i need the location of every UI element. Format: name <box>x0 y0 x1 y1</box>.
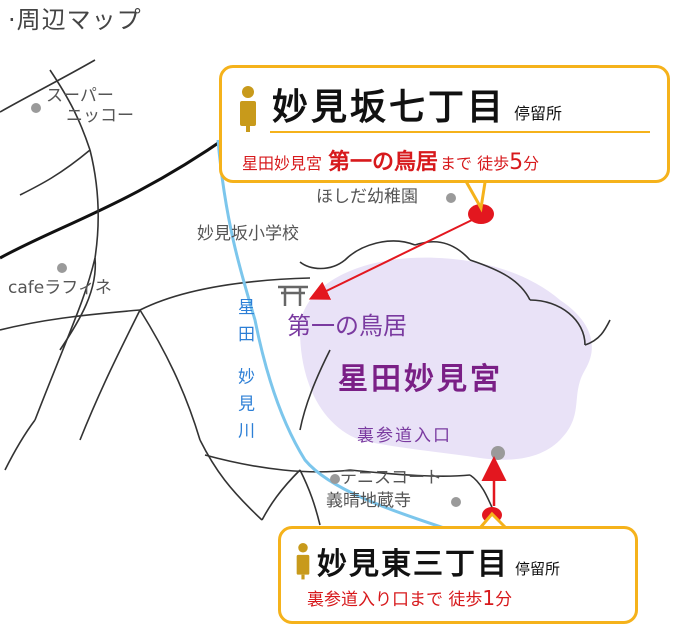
entrance-dot <box>491 446 505 460</box>
stop-name-1: 妙見坂七丁目 <box>272 86 507 128</box>
walk-num-1: 5 <box>509 150 524 175</box>
walk-prefix-1: 星田妙見宮 <box>242 154 323 173</box>
temple-dot <box>451 497 461 507</box>
shrine-name: 星田妙見宮 <box>338 362 503 397</box>
walk-unit-1: 分 <box>523 154 540 173</box>
bus-stop-icon <box>296 543 310 580</box>
kindergarten-dot <box>446 193 456 203</box>
shrine-area <box>300 257 592 460</box>
cafe-label: cafeラフィネ <box>8 278 112 298</box>
torii-label: 第一の鳥居 <box>287 312 407 340</box>
arrow-to-torii <box>308 219 473 300</box>
back-entrance-label: 裏参道入口 <box>357 426 452 446</box>
river-label: 星田 妙見川 <box>234 298 254 449</box>
supermarket-label-2: ニッコー <box>66 106 134 126</box>
walk-target-1: 第一の鳥居 <box>328 150 439 175</box>
walk-num-2: 1 <box>482 586 496 610</box>
tennis-label: テニスコート <box>340 468 442 488</box>
supermarket-dot <box>31 103 41 113</box>
callout-rule-1 <box>270 131 650 133</box>
walk-target-2: 裏参道入り口 <box>307 590 409 610</box>
callout-tail-2 <box>478 511 508 530</box>
map-title: ·周辺マップ <box>8 6 142 34</box>
bus-stop-icon <box>240 86 256 132</box>
stop-suffix-1: 停留所 <box>514 104 563 123</box>
walk-mid-1: まで 徒歩 <box>440 154 510 173</box>
torii-icon <box>278 285 308 306</box>
temple-label: 義晴地蔵寺 <box>326 491 411 511</box>
walk-mid-2: まで 徒歩 <box>409 590 483 610</box>
tennis-dot <box>330 474 340 484</box>
walk-info-2: 裏参道入り口まで 徒歩1分 <box>307 585 512 610</box>
bus-stop-callout-1: 妙見坂七丁目 停留所 星田妙見宮第一の鳥居まで 徒歩5分 <box>219 65 670 183</box>
school-label: 妙見坂小学校 <box>197 224 299 244</box>
walk-info-1: 星田妙見宮第一の鳥居まで 徒歩5分 <box>242 144 539 176</box>
bus-stop-callout-2: 妙見東三丁目 停留所 裏参道入り口まで 徒歩1分 <box>278 526 638 624</box>
supermarket-label-1: スーパー <box>46 86 114 106</box>
callout-tail-1 <box>461 175 488 213</box>
stop-name-2: 妙見東三丁目 <box>317 547 509 582</box>
stop-suffix-2: 停留所 <box>515 560 561 578</box>
kindergarten-label: ほしだ幼稚園 <box>316 187 418 207</box>
main-road <box>0 133 231 260</box>
cafe-dot <box>57 263 67 273</box>
walk-unit-2: 分 <box>495 590 513 610</box>
stop-marker-1[interactable] <box>468 204 494 224</box>
